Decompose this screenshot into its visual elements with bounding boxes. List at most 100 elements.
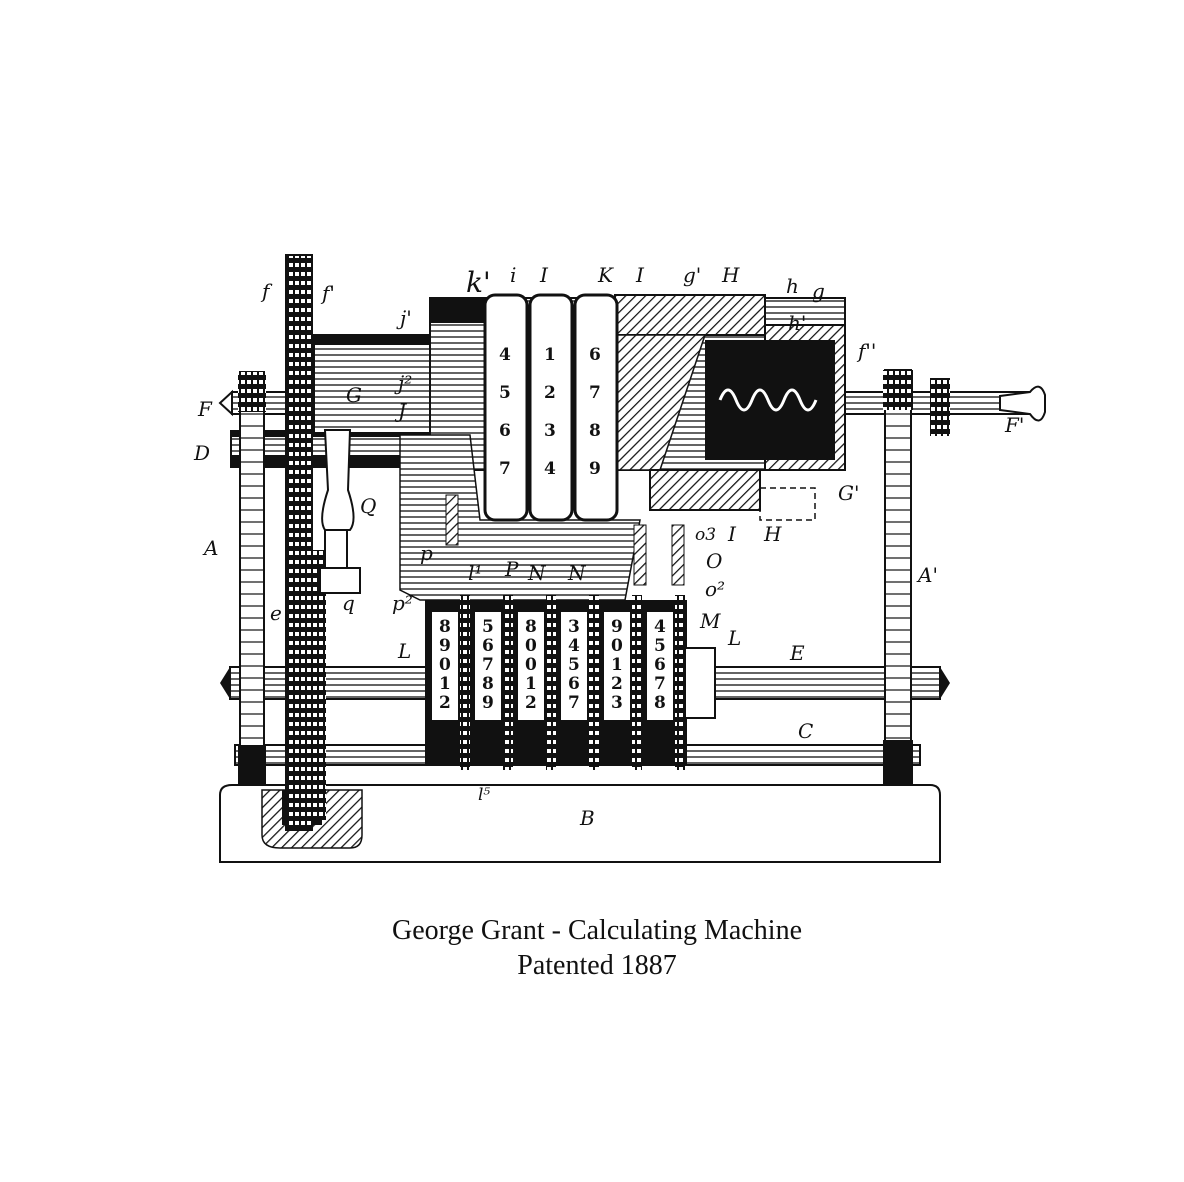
spring	[718, 388, 818, 412]
wheel-digit: 1	[525, 674, 537, 694]
lower-wheel-gear	[632, 595, 642, 770]
label-L-left: L	[397, 639, 411, 663]
wheel-digit: 8	[482, 674, 494, 694]
label-f1: f'	[320, 281, 335, 305]
label-h: h	[786, 274, 799, 298]
lower-wheel	[604, 612, 630, 720]
lower-wheel	[518, 612, 544, 720]
label-F: F	[197, 397, 213, 421]
label-B: B	[579, 806, 595, 830]
label-N2: N	[567, 561, 587, 585]
frame-A1	[884, 369, 912, 786]
label-P: P	[504, 557, 519, 581]
wheel-digit: 8	[654, 693, 666, 713]
upper-wheel	[528, 293, 574, 522]
wheel-digit: 8	[439, 617, 451, 637]
label-o2: o²	[705, 577, 725, 601]
wheel-digit: 5	[654, 636, 666, 656]
hatch-blocks-bottom	[649, 469, 761, 511]
wheel-digit: 4	[654, 617, 666, 637]
label-Q: Q	[360, 494, 376, 518]
plate	[399, 434, 641, 601]
label-h1: h'	[788, 311, 806, 335]
label-e: e	[270, 601, 282, 625]
lever-Q	[321, 429, 355, 531]
wheel-digit: 7	[482, 655, 494, 675]
frame-A	[239, 371, 265, 786]
wheel-digit: 8	[525, 617, 537, 637]
label-i: i	[510, 263, 516, 287]
label-l5: l⁵	[478, 785, 490, 805]
wheel-digit: 6	[482, 636, 494, 656]
wheel-digit: 6	[589, 345, 601, 365]
wheel-digit: 7	[499, 459, 511, 479]
label-q: q	[342, 591, 355, 615]
label-M: M	[699, 609, 721, 633]
wheel-digit: 0	[439, 655, 451, 675]
label-l1: l¹	[468, 561, 482, 585]
label-j4: j'	[396, 306, 412, 330]
wheel-digit: 6	[568, 674, 580, 694]
label-g: g	[812, 279, 825, 303]
wheel-digit: 4	[544, 459, 556, 479]
lower-wheel	[561, 612, 587, 720]
wheel-digit: 4	[499, 345, 511, 365]
upper-wheel	[573, 293, 619, 522]
lower-wheel-gear	[460, 595, 470, 770]
label-o3: o3	[695, 525, 716, 545]
label-D: D	[193, 441, 210, 465]
reference-labels: f f' k' i I K I g' H h g h' j' j² G J F …	[193, 263, 1024, 830]
label-k1: k'	[466, 266, 491, 299]
wheel-digit: 2	[544, 383, 556, 403]
label-f: f	[260, 279, 273, 303]
wheel-digit: 9	[589, 459, 601, 479]
label-j2: j²	[394, 371, 412, 395]
wheel-digit: 7	[568, 693, 580, 713]
wheel-digit: 8	[589, 421, 601, 441]
wheel-digit: 5	[568, 655, 580, 675]
label-I-top: I	[539, 263, 549, 287]
wheel-digit: 0	[525, 636, 537, 656]
wheel-digit: 1	[544, 345, 556, 365]
lower-wheel	[432, 612, 458, 720]
cylinder-G	[313, 334, 435, 434]
lower-wheel-gear	[589, 595, 599, 770]
wheel-digit: 2	[611, 674, 623, 694]
label-H-low: H	[763, 522, 782, 546]
upper-wheels: 4 5 6 7 1 2 3 4 6 7 8 9	[483, 293, 619, 522]
label-G1: G'	[838, 481, 859, 505]
label-A1: A'	[916, 563, 938, 587]
label-J: J	[394, 399, 407, 423]
wheel-digit: 2	[525, 693, 537, 713]
wheel-digit: 5	[499, 383, 511, 403]
lower-wheel	[475, 612, 501, 720]
base-B	[219, 784, 941, 863]
label-g1: g'	[683, 263, 701, 287]
label-O: O	[706, 549, 722, 573]
wheel-digit: 0	[611, 636, 623, 656]
label-L-right: L	[727, 626, 741, 650]
wheel-digit: 6	[654, 655, 666, 675]
wheel-digit: 7	[654, 674, 666, 694]
label-A: A	[202, 536, 218, 560]
lower-wheel-gear	[546, 595, 556, 770]
lower-wheel-gear	[503, 595, 513, 770]
wheel-digit: 5	[482, 617, 494, 637]
label-f4: f''	[856, 339, 876, 363]
wheel-digit: 3	[568, 617, 580, 637]
caption-subtitle: Patented 1887	[517, 950, 677, 981]
wheel-digit: 6	[499, 421, 511, 441]
label-N1: N	[527, 561, 547, 585]
wheel-digit: 1	[439, 674, 451, 694]
wheel-digit: 3	[544, 421, 556, 441]
gear-f	[285, 254, 313, 831]
wheel-digit: 9	[439, 636, 451, 656]
hatch-blocks-top	[614, 294, 766, 336]
lower-wheel-gear	[675, 595, 685, 770]
label-p: p	[420, 541, 433, 565]
wheel-digit: 3	[611, 693, 623, 713]
wheel-digit: 2	[439, 693, 451, 713]
wheel-digit: 7	[589, 383, 601, 403]
